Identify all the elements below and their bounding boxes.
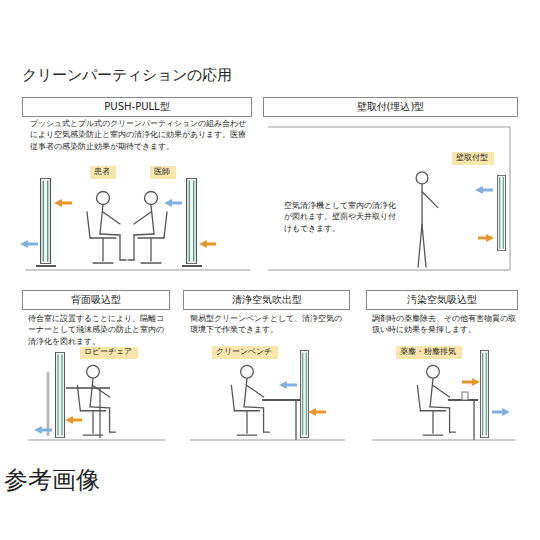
label-text: 参考画像 xyxy=(4,462,224,498)
push-pull-scene xyxy=(24,178,250,270)
tag-label: 患者 xyxy=(90,166,116,179)
node-text: 壁取付型 xyxy=(456,153,490,163)
label-text: プッシュ式とプル式のクリーンパーティションの組み合わせにより空気感染防止と室内の… xyxy=(30,118,246,152)
tag-label: 医師 xyxy=(150,166,176,179)
node-text: クリーンベンチ xyxy=(216,347,274,357)
node-text: 背面吸込型 xyxy=(27,293,165,307)
node-text: 患者 xyxy=(94,167,112,177)
contaminated-air-scene xyxy=(372,350,515,440)
title-text: クリーンパーティションの応用 xyxy=(22,66,232,85)
panel-header: 汚染空気吸込型 xyxy=(366,290,518,310)
description: 簡易型クリーンベンチとして、清浄空気の環境下で作業できます。 xyxy=(190,313,346,336)
tag-label: 薬塵・粉塵排気 xyxy=(396,346,462,359)
node-text: 薬塵・粉塵排気 xyxy=(400,347,458,357)
wall-mount-scene xyxy=(268,127,510,270)
label-text: 待合室に設置することにより、隔離コーナーとして飛沫感染の防止と室内の清浄化を図れ… xyxy=(28,313,168,347)
node-text: ロビーチェア xyxy=(84,347,134,357)
tag-label: クリーンベンチ xyxy=(212,346,278,359)
description: 待合室に設置することにより、隔離コーナーとして飛沫感染の防止と室内の清浄化を図れ… xyxy=(28,313,168,347)
panel-header: 背面吸込型 xyxy=(22,290,170,310)
label-text: 簡易型クリーンベンチとして、清浄空気の環境下で作業できます。 xyxy=(190,313,346,336)
node-text: PUSH-PULL型 xyxy=(27,100,247,114)
clean-air-scene xyxy=(190,350,345,440)
page-title: クリーンパーティションの応用 xyxy=(22,66,232,85)
tag-label: 壁取付型 xyxy=(452,152,494,165)
description: 空気清浄機として室内の清浄化が図れます。壁面や天井取り付けもできます。 xyxy=(284,200,402,234)
node-text: 汚染空気吸込型 xyxy=(371,293,513,307)
reference-note: 参考画像 xyxy=(4,462,224,498)
description: プッシュ式とプル式のクリーンパーティションの組み合わせにより空気感染防止と室内の… xyxy=(30,118,246,152)
description: 調剤時の薬塵除去、その他有害物質の取扱い時に効果を発揮します。 xyxy=(372,313,518,336)
panel-header: 壁取付(埋込)型 xyxy=(263,97,518,117)
back-suction-scene xyxy=(28,352,165,440)
panel-header: 清浄空気吹出型 xyxy=(183,290,350,310)
label-text: 調剤時の薬塵除去、その他有害物質の取扱い時に効果を発揮します。 xyxy=(372,313,518,336)
node-text: 医師 xyxy=(154,167,172,177)
node-text: 壁取付(埋込)型 xyxy=(268,100,513,114)
tag-label: ロビーチェア xyxy=(80,346,138,359)
node-text: 清浄空気吹出型 xyxy=(188,293,345,307)
panel-header: PUSH-PULL型 xyxy=(22,97,252,117)
label-text: 空気清浄機として室内の清浄化が図れます。壁面や天井取り付けもできます。 xyxy=(284,200,402,234)
